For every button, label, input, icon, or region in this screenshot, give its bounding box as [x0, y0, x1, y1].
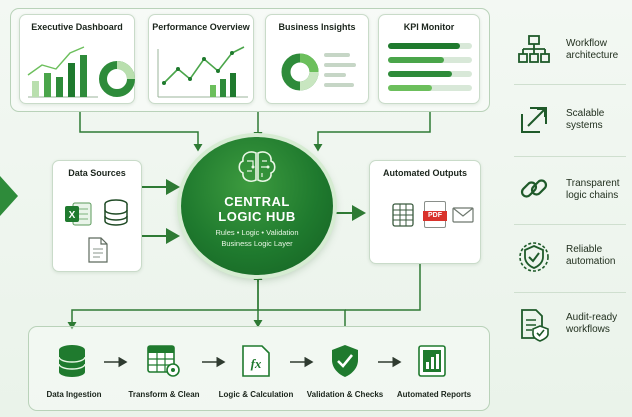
- kpi-monitor-card[interactable]: KPI Monitor: [378, 14, 480, 104]
- report-chart-icon: [418, 345, 446, 377]
- email-icon: [452, 207, 474, 223]
- feature-divider: [514, 224, 626, 225]
- pdf-label: PDF: [423, 211, 447, 221]
- feature-divider: [514, 292, 626, 293]
- pdf-icon: PDF: [423, 201, 447, 228]
- feature-divider: [514, 156, 626, 157]
- transform-table-icon: [147, 345, 180, 377]
- feature-audit-ready: Audit-ready workflows: [566, 312, 617, 336]
- card-title: Performance Overview: [152, 22, 250, 32]
- step-transform-clean: Transform & Clean: [128, 390, 200, 399]
- performance-overview-card[interactable]: Performance Overview: [148, 14, 254, 104]
- feature-line1: Transparent: [566, 178, 620, 189]
- hub-title-line2: LOGIC HUB: [218, 209, 296, 224]
- step-validation-checks: Validation & Checks: [306, 390, 384, 399]
- step-logic-calculation: Logic & Calculation: [218, 390, 294, 399]
- feature-line1: Audit-ready: [566, 312, 618, 323]
- brain-circuit-icon: [238, 151, 276, 182]
- card-title: Data Sources: [68, 168, 126, 178]
- chain-link-icon: [520, 179, 548, 198]
- feature-line2: automation: [566, 256, 616, 267]
- bar-chart-icon: [27, 46, 135, 98]
- card-title: Automated Outputs: [383, 168, 467, 178]
- database-icon: [104, 199, 128, 226]
- feature-reliable: Reliable automation: [566, 244, 615, 268]
- shield-check-icon: [332, 345, 358, 377]
- feature-line1: Scalable: [566, 108, 605, 119]
- donut-chart-icon: [281, 53, 356, 91]
- hub-caption: Business Logic Layer: [221, 239, 293, 248]
- feature-line1: Workflow: [566, 38, 607, 49]
- feature-line2: systems: [566, 120, 603, 131]
- database-icon: [58, 345, 86, 377]
- data-sources-card[interactable]: Data Sources X: [52, 160, 142, 272]
- expand-icon: [521, 107, 547, 133]
- step-data-ingestion: Data Ingestion: [46, 390, 102, 399]
- card-title: Business Insights: [278, 22, 356, 32]
- card-title: Executive Dashboard: [31, 22, 123, 32]
- business-insights-card[interactable]: Business Insights: [265, 14, 369, 104]
- card-title: KPI Monitor: [403, 22, 455, 32]
- line-chart-icon: [157, 46, 248, 98]
- step-automated-reports: Automated Reports: [396, 390, 472, 399]
- feature-line2: logic chains: [566, 190, 619, 201]
- feature-line1: Reliable: [566, 244, 603, 255]
- feature-scalable: Scalable systems: [566, 108, 604, 132]
- spreadsheet-icon: [392, 203, 414, 227]
- svg-text:X: X: [69, 210, 76, 221]
- hub-title-line1: CENTRAL: [224, 194, 290, 209]
- executive-dashboard-card[interactable]: Executive Dashboard: [19, 14, 135, 104]
- svg-text:fx: fx: [251, 356, 262, 371]
- feature-divider: [514, 84, 626, 85]
- feature-line2: architecture: [566, 50, 619, 61]
- shield-check-icon: [519, 242, 549, 272]
- left-edge-arrow: [0, 176, 18, 216]
- feature-workflow: Workflow architecture: [566, 38, 618, 62]
- progress-bars-icon: [388, 43, 472, 91]
- audit-document-icon: [521, 309, 549, 342]
- document-icon: [88, 237, 108, 263]
- automated-outputs-card[interactable]: Automated Outputs PDF: [369, 160, 481, 264]
- excel-icon: X: [65, 202, 92, 226]
- central-logic-hub[interactable]: CENTRAL LOGIC HUB Rules • Logic • Valida…: [181, 137, 333, 275]
- workflow-icon: [518, 35, 550, 63]
- feature-line2: workflows: [566, 324, 610, 335]
- hub-subtitle: Rules • Logic • Validation: [215, 228, 299, 237]
- formula-fx-icon: fx: [242, 345, 270, 377]
- feature-transparent: Transparent logic chains: [566, 178, 620, 202]
